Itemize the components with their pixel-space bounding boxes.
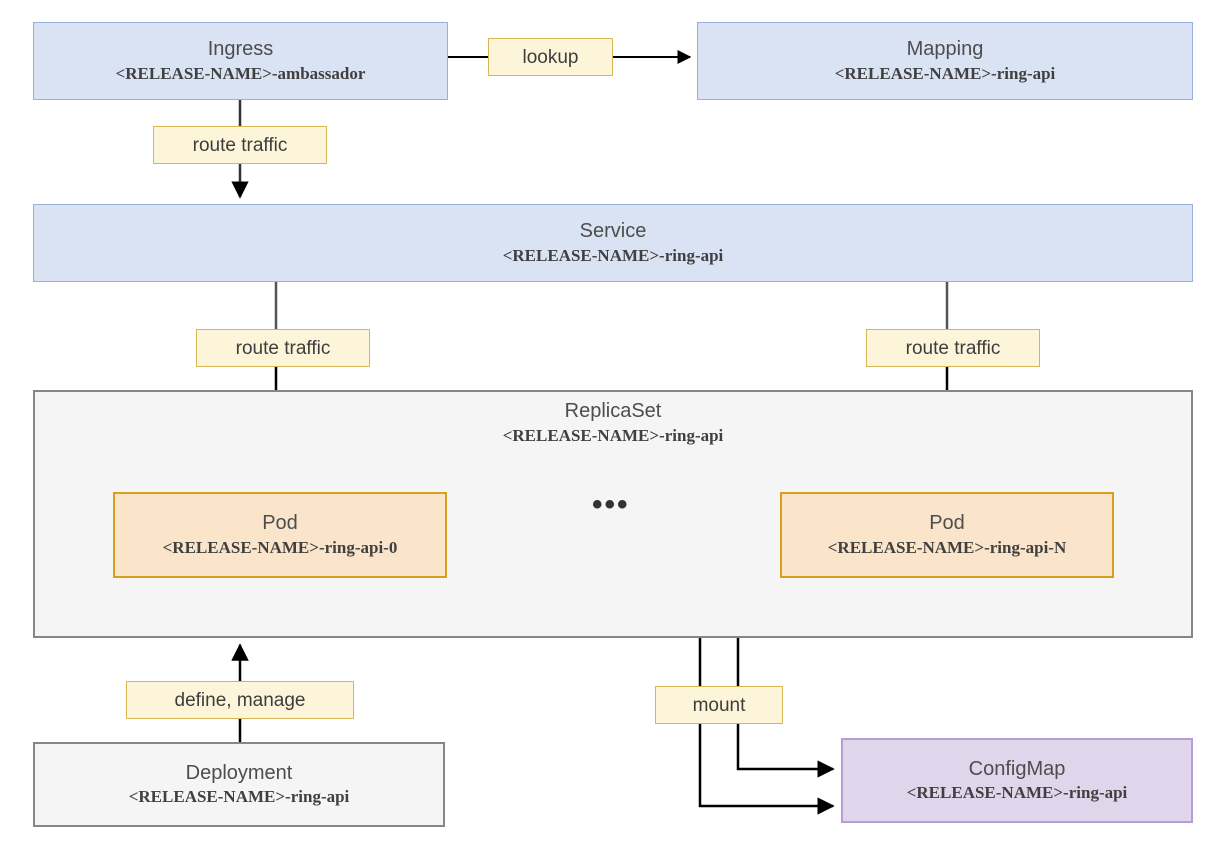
node-ingress[interactable]: Ingress <RELEASE-NAME>-ambassador: [33, 22, 448, 100]
edge-label-route-traffic-pod-0-text: route traffic: [235, 337, 331, 359]
node-service[interactable]: Service <RELEASE-NAME>-ring-api: [33, 204, 1193, 282]
node-configmap-kind: ConfigMap: [968, 757, 1066, 780]
edge-label-define-manage-text: define, manage: [174, 689, 306, 711]
node-pod-0-name: <RELEASE-NAME>-ring-api-0: [162, 537, 398, 557]
node-replicaset-kind: ReplicaSet: [564, 400, 662, 422]
edge-label-mount-text: mount: [692, 694, 746, 716]
edge-label-route-traffic-ingress[interactable]: route traffic: [153, 126, 327, 164]
node-ingress-kind: Ingress: [207, 38, 274, 61]
node-configmap-name: <RELEASE-NAME>-ring-api: [906, 783, 1128, 803]
edge-label-route-traffic-ingress-text: route traffic: [192, 134, 288, 156]
node-replicaset-name: <RELEASE-NAME>-ring-api: [502, 425, 724, 445]
node-ingress-name: <RELEASE-NAME>-ambassador: [115, 63, 366, 83]
edge-label-lookup[interactable]: lookup: [488, 38, 613, 76]
edge-mount-to-configmap-upper: [736, 719, 835, 778]
edge-label-define-manage[interactable]: define, manage: [126, 681, 354, 719]
edge-label-route-traffic-pod-n-text: route traffic: [905, 337, 1001, 359]
node-mapping[interactable]: Mapping <RELEASE-NAME>-ring-api: [697, 22, 1193, 100]
node-pod-n-name: <RELEASE-NAME>-ring-api-N: [827, 537, 1067, 557]
edge-label-lookup-text: lookup: [522, 46, 579, 68]
node-mapping-name: <RELEASE-NAME>-ring-api: [834, 63, 1056, 83]
edge-mount-to-configmap-lower: [698, 719, 835, 815]
node-service-kind: Service: [579, 220, 647, 243]
edge-label-route-traffic-pod-0[interactable]: route traffic: [196, 329, 370, 367]
node-deployment[interactable]: Deployment <RELEASE-NAME>-ring-api: [33, 742, 445, 827]
node-pod-n[interactable]: Pod <RELEASE-NAME>-ring-api-N: [780, 492, 1114, 578]
node-service-name: <RELEASE-NAME>-ring-api: [502, 245, 724, 265]
node-deployment-name: <RELEASE-NAME>-ring-api: [128, 787, 350, 807]
node-pod-n-kind: Pod: [929, 512, 965, 535]
edge-label-mount[interactable]: mount: [655, 686, 783, 724]
node-pod-0-kind: Pod: [262, 512, 298, 535]
node-deployment-kind: Deployment: [185, 761, 293, 784]
node-configmap[interactable]: ConfigMap <RELEASE-NAME>-ring-api: [841, 738, 1193, 823]
node-pod-0[interactable]: Pod <RELEASE-NAME>-ring-api-0: [113, 492, 447, 578]
edge-label-route-traffic-pod-n[interactable]: route traffic: [866, 329, 1040, 367]
pods-ellipsis: •••: [592, 488, 630, 521]
node-mapping-kind: Mapping: [906, 38, 984, 61]
